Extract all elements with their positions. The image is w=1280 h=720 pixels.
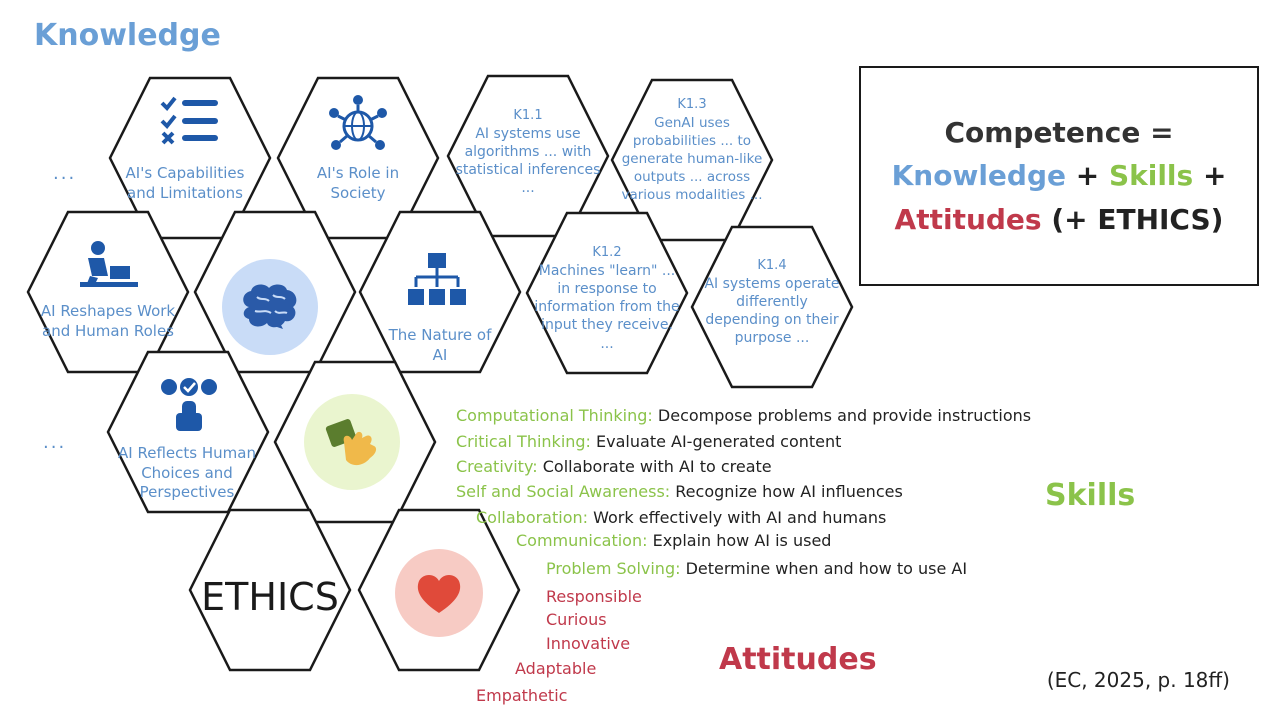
- knowledge-heading: Knowledge: [34, 18, 221, 53]
- equation-line-1: Competence =: [944, 115, 1174, 149]
- attitude-item: Adaptable: [515, 659, 597, 678]
- skills-heading: Skills: [1045, 478, 1136, 513]
- globe-network-icon: [329, 95, 387, 150]
- area-capabilities: AI's Capabilities and Limitations: [125, 164, 245, 202]
- k-item-k13: K1.3 GenAI uses probabilities ... to gen…: [619, 96, 765, 205]
- hierarchy-icon: [408, 253, 466, 305]
- citation: (EC, 2025, p. 18ff): [1046, 668, 1230, 692]
- ethics-label: ETHICS: [201, 575, 339, 619]
- skill-desc: Explain how AI is used: [647, 531, 832, 550]
- hand-tap-icon: [325, 419, 377, 466]
- skill-name: Computational Thinking:: [456, 406, 653, 425]
- skill-desc: Decompose problems and provide instructi…: [652, 406, 1032, 425]
- skill-desc: Determine when and how to use AI: [680, 559, 968, 578]
- skill-desc: Recognize how AI influences: [670, 482, 903, 501]
- ellipsis-upper: ...: [53, 163, 77, 184]
- eq-ethics: (+ ETHICS): [1041, 202, 1224, 236]
- k-item-k11: K1.1 AI systems use algorithms ... with …: [453, 108, 603, 198]
- k-text: AI systems use algorithms ... with stati…: [455, 125, 601, 197]
- skill-communication: Communication: Explain how AI is used: [516, 531, 831, 550]
- k-code: K1.1: [513, 108, 543, 123]
- competence-equation: Competence = Knowledge + Skills + Attitu…: [859, 66, 1259, 286]
- heart-circle: [395, 549, 483, 637]
- skill-computational-thinking: Computational Thinking: Decompose proble…: [456, 406, 1031, 425]
- skill-self-social-awareness: Self and Social Awareness: Recognize how…: [456, 482, 903, 501]
- equation-line-2: Knowledge + Skills +: [892, 154, 1227, 197]
- area-society: AI's Role in Society: [316, 164, 400, 202]
- eq-skills: Skills: [1108, 159, 1194, 193]
- k-code: K1.3: [677, 97, 707, 112]
- user-choice-icon: [161, 378, 217, 431]
- skill-name: Critical Thinking:: [456, 432, 591, 451]
- skill-desc: Collaborate with AI to create: [537, 457, 772, 476]
- k-code: K1.4: [757, 258, 787, 273]
- k-item-k12: K1.2 Machines "learn" ... in response to…: [533, 245, 681, 353]
- attitudes-heading: Attitudes: [719, 642, 877, 677]
- eq-plus-2: +: [1193, 159, 1227, 193]
- skill-name: Problem Solving:: [546, 559, 681, 578]
- attitude-item: Empathetic: [476, 686, 568, 705]
- hex-k14: [690, 225, 854, 389]
- skill-problem-solving: Problem Solving: Determine when and how …: [546, 559, 967, 578]
- eq-attitudes: Attitudes: [894, 202, 1042, 236]
- skill-desc: Evaluate AI-generated content: [590, 432, 842, 451]
- skill-desc: Work effectively with AI and humans: [588, 508, 887, 527]
- attitude-item: Curious: [546, 610, 607, 629]
- skill-name: Creativity:: [456, 457, 538, 476]
- hex-ethics: [188, 508, 352, 672]
- area-reflects: AI Reflects Human Choices and Perspectiv…: [118, 444, 256, 501]
- skill-creativity: Creativity: Collaborate with AI to creat…: [456, 457, 772, 476]
- k-code: K1.2: [592, 245, 622, 260]
- brain-circle: [222, 259, 318, 355]
- eq-knowledge: Knowledge: [891, 159, 1066, 193]
- equation-line-3: Attitudes (+ ETHICS): [895, 198, 1224, 241]
- hex-k12: [525, 211, 689, 375]
- eq-plus-1: +: [1065, 159, 1109, 193]
- ellipsis-lower: ...: [43, 432, 67, 453]
- hand-circle: [304, 394, 400, 490]
- area-work: AI Reshapes Work and Human Roles: [40, 302, 176, 340]
- k-text: AI systems operate differently depending…: [704, 275, 840, 347]
- k-text: Machines "learn" ... in response to info…: [534, 262, 680, 352]
- attitude-item: Responsible: [546, 587, 642, 606]
- person-laptop-icon: [80, 241, 138, 287]
- attitude-item: Innovative: [546, 634, 631, 653]
- skill-name: Collaboration:: [476, 508, 589, 527]
- heart-icon: [417, 575, 461, 613]
- area-nature: The Nature of AI: [388, 326, 492, 364]
- skill-critical-thinking: Critical Thinking: Evaluate AI-generated…: [456, 432, 841, 451]
- skill-name: Communication:: [516, 531, 648, 550]
- brain-icon: [243, 284, 297, 329]
- skill-name: Self and Social Awareness:: [456, 482, 671, 501]
- k-text: GenAI uses probabilities ... to generate…: [621, 114, 763, 204]
- checklist-icon: [160, 96, 218, 145]
- skill-collaboration: Collaboration: Work effectively with AI …: [476, 508, 886, 527]
- k-item-k14: K1.4 AI systems operate differently depe…: [702, 258, 842, 348]
